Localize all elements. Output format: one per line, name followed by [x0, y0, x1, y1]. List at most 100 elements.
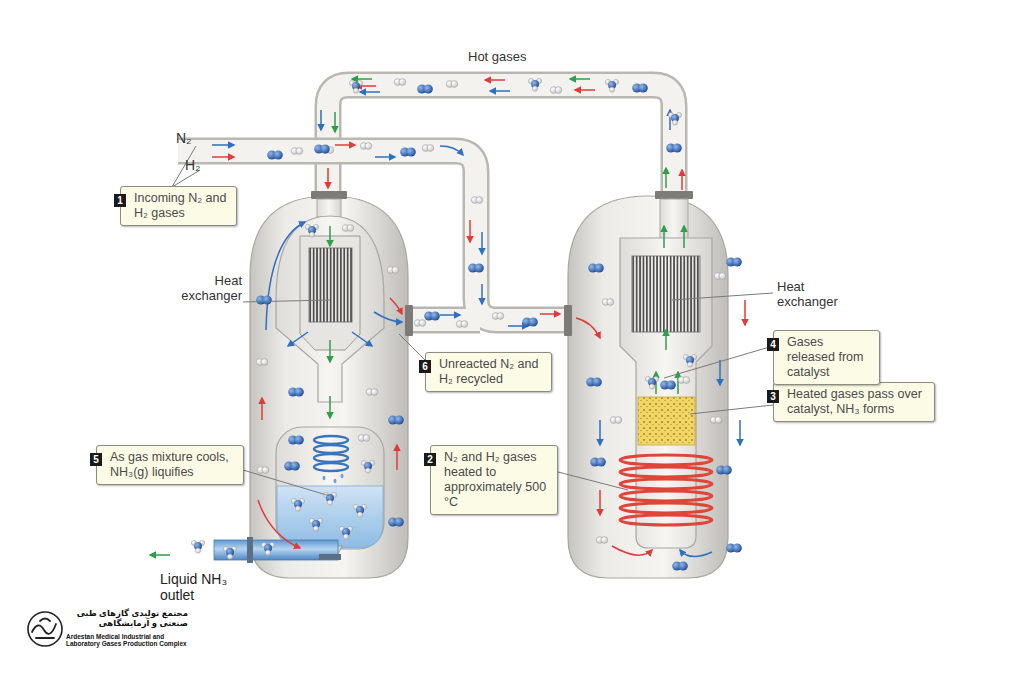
flow-arrow [390, 298, 402, 314]
flow-arrow [334, 112, 336, 132]
callout-number: 6 [419, 360, 431, 373]
flow-arrow [570, 78, 590, 80]
nitrogen-molecule [672, 561, 688, 570]
watermark-text: مجتمع تولیدی گازهای طبی صنعتی و آزمایشگا… [66, 609, 188, 629]
hydrogen-molecule [602, 299, 614, 306]
neck [317, 199, 341, 217]
heating-coil [620, 455, 712, 525]
flow-arrow [374, 312, 402, 322]
callout-number: 1 [114, 194, 126, 207]
flow-arrow [485, 79, 505, 81]
hydrogen-molecule [714, 273, 726, 280]
flow-arrow [261, 398, 263, 420]
hydrogen-molecule [422, 145, 434, 152]
hydrogen-molecule [256, 359, 268, 366]
hydrogen-molecule [678, 377, 690, 384]
ammonia-molecule [645, 376, 658, 389]
ammonia-molecule [305, 224, 318, 237]
heat-exchanger-fins [309, 248, 352, 322]
ammonia-molecule [223, 546, 236, 559]
molecules [191, 78, 741, 570]
flow-arrow [665, 168, 667, 188]
cooling-coil [314, 436, 348, 471]
heat-exchanger-fins [632, 256, 700, 332]
flow-arrow [576, 318, 600, 338]
part-label: Liquid NH₃ outlet [160, 571, 244, 603]
flow-arrow [719, 360, 721, 385]
ammonia-molecule [668, 112, 681, 125]
flow-arrow [683, 226, 685, 248]
nitrogen-molecule [590, 457, 606, 466]
flow-arrow [258, 500, 300, 548]
pipe-flange [319, 554, 341, 560]
ammonia-molecule [605, 79, 618, 92]
leader-line [243, 470, 330, 496]
nitrogen-molecule [632, 83, 648, 92]
nitrogen-molecule [400, 147, 416, 156]
ammonia-molecule [191, 540, 204, 553]
flow-arrow [375, 156, 395, 158]
nitrogen-molecule [666, 143, 682, 152]
hydrogen-molecule [710, 417, 722, 424]
callout-text: As gas mixture cools, NH₃(g) liquifies [110, 450, 237, 480]
hydrogen-molecule [342, 225, 354, 232]
flow-arrow [490, 90, 510, 92]
nitrogen-molecule [288, 435, 304, 444]
hydrogen-molecule [550, 87, 562, 94]
callout-box: 4Gases released from catalyst [773, 330, 880, 385]
flow-arrow [663, 226, 665, 248]
flow-arrow [677, 372, 679, 394]
upper-chamber [276, 216, 384, 402]
flow-arrow [440, 146, 463, 155]
flow-arrow [739, 420, 741, 445]
leader-line [664, 346, 773, 378]
flow-arrow [681, 170, 683, 190]
flow-arrow [440, 314, 460, 316]
ammonia-molecule [361, 460, 374, 473]
hydrogen-molecule [360, 143, 372, 150]
part-label: Heat exchanger [777, 280, 857, 310]
nitrogen-molecule [267, 150, 283, 159]
callout-text: N₂ and H₂ gases heated to approximately … [444, 450, 551, 510]
leader-lines [172, 146, 773, 496]
company-logo [28, 612, 62, 646]
logo-mark [32, 619, 56, 639]
flow-arrow [540, 313, 560, 315]
callout-text: Unreacted N₂ and H₂ recycled [439, 357, 545, 387]
nitrogen-molecule [417, 84, 433, 93]
callout-number: 5 [90, 453, 102, 466]
nitrogen-molecule [388, 517, 404, 526]
ammonia-molecule [683, 354, 696, 367]
hydrogen-molecule [610, 417, 622, 424]
hydrogen-molecule [358, 435, 370, 442]
callout-box: 3Heated gases pass over catalyst, NH₃ fo… [773, 382, 935, 422]
flow-arrow [665, 330, 667, 350]
pipe-flange [247, 537, 253, 563]
part-label: H₂ [185, 157, 215, 173]
leader-line [399, 334, 427, 362]
liquid-ammonia [277, 486, 383, 548]
nitrogen-molecule [388, 415, 404, 424]
nitrogen-molecule [726, 257, 742, 266]
vessel-shell [568, 196, 728, 578]
flow-arrow [396, 445, 398, 470]
flow-arrow [150, 554, 170, 556]
reactor-vessel [564, 191, 728, 578]
logo-ring [28, 612, 62, 646]
callout-text: Gases released from catalyst [787, 335, 873, 380]
hydrogen-molecule [446, 81, 458, 88]
reactor-tube [620, 238, 712, 548]
hydrogen-molecule [456, 321, 468, 328]
pipe-flange [564, 305, 572, 336]
callout-number: 3 [767, 390, 779, 403]
flow-arrow [212, 144, 234, 146]
watermark-text: Ardestan Medical Industrial and Laborato… [66, 633, 190, 648]
recycle-pipe [404, 307, 480, 334]
catalyst-bed [638, 397, 695, 445]
pipe-flange [311, 191, 347, 199]
flow-arrow [266, 222, 305, 330]
ammonia-molecule [261, 542, 274, 555]
exchanger-housing [300, 236, 360, 350]
part-label: N₂ [176, 130, 206, 146]
